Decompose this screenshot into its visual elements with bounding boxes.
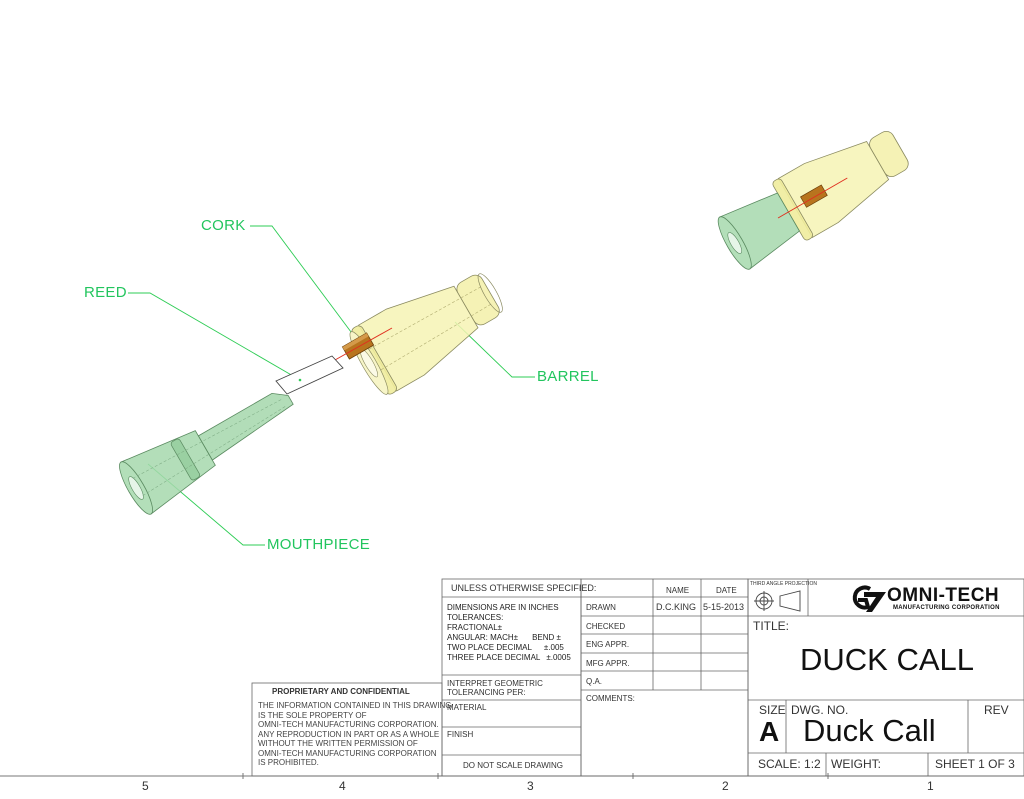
three-place-value: ±.0005 [546,653,571,662]
sheet-number: SHEET 1 OF 3 [935,757,1015,771]
interpret-text-2: TOLERANCING PER: [447,688,526,697]
proprietary-line: OMNI-TECH MANUFACTURING CORPORATION [258,748,437,758]
zone-number: 1 [927,779,934,793]
two-place-text: TWO PLACE DECIMAL [447,643,532,652]
three-place-text: THREE PLACE DECIMAL [447,653,541,662]
approval-row-label: CHECKED [586,622,626,631]
reed-callout: REED [84,284,127,301]
tolerances-text: TOLERANCES: [447,613,504,622]
three-place-row: THREE PLACE DECIMAL ±.0005 [447,653,571,663]
proprietary-line: IS THE SOLE PROPERTY OF [258,710,367,720]
angular-row: ANGULAR: MACH± BEND ± [447,633,571,643]
weight-label: WEIGHT: [831,757,881,771]
name-column-header: NAME [666,586,690,595]
tolerance-block: DIMENSIONS ARE IN INCHES TOLERANCES: FRA… [447,603,571,663]
dwg-no-value: Duck Call [803,713,936,748]
two-place-row: TWO PLACE DECIMAL ±.005 [447,643,571,653]
proprietary-text: THE INFORMATION CONTAINED IN THIS DRAWIN… [258,701,451,768]
title-block-grid [251,578,1024,777]
zone-number: 3 [527,779,534,793]
proprietary-line: ANY REPRODUCTION IN PART OR AS A WHOLE [258,729,440,739]
angular-text: ANGULAR: MACH± [447,633,519,642]
proprietary-line: THE INFORMATION CONTAINED IN THIS DRAWIN… [258,701,452,710]
approval-row-label: ENG APPR. [586,640,630,649]
company-subtitle: MANUFACTURING CORPORATION [893,605,1000,611]
spec-heading: UNLESS OTHERWISE SPECIFIED: [451,583,597,593]
bend-text: BEND ± [532,633,561,642]
comments-label: COMMENTS: [586,694,635,703]
barrel-part [349,273,503,395]
rev-label: REV [984,703,1009,717]
drawn-date: 5-15-2013 [703,602,745,612]
axis-line [334,327,393,361]
projection-label: THIRD ANGLE PROJECTION [750,581,817,587]
drawn-name: D.C.KING [656,602,697,612]
interpret-text: INTERPRET GEOMETRIC [447,679,543,688]
dwg-no-label: DWG. NO. [791,703,849,717]
cork-callout: CORK [201,217,246,234]
size-value: A [759,716,780,747]
mouthpiece-callout: MOUTHPIECE [267,536,371,553]
mouthpiece-part [119,392,294,515]
reed-leader [128,292,301,381]
approval-row-label: MFG APPR. [586,659,630,668]
fractional-text: FRACTIONAL± [447,623,503,632]
proprietary-line: OMNI-TECH MANUFACTURING CORPORATION. [258,720,439,729]
barrel-callout: BARREL [537,368,599,385]
cork-part [334,327,393,361]
zone-number: 2 [722,779,729,793]
leader-lines [128,225,535,546]
barrel-leader [454,321,535,378]
proprietary-heading: PROPRIETARY AND CONFIDENTIAL [272,687,410,696]
proprietary-line: IS PROHIBITED. [258,758,319,767]
approval-row-label: Q.A. [586,677,603,686]
company-name: OMNI-TECH [887,585,1000,606]
projection-symbol [754,590,801,612]
assembled-view [717,130,909,270]
material-label: MATERIAL [447,703,487,712]
size-label: SIZE [759,703,786,717]
finish-label: FINISH [447,730,474,739]
date-column-header: DATE [716,586,737,595]
cork-leader [250,225,358,341]
scale-text: SCALE: 1:2 [758,757,821,771]
no-scale-note: DO NOT SCALE DRAWING [463,761,564,770]
drawing-title: DUCK CALL [800,642,974,677]
company-logo [852,585,886,612]
proprietary-line: WITHOUT THE WRITTEN PERMISSION OF [258,739,418,748]
dims-text: DIMENSIONS ARE IN INCHES [447,603,559,612]
zone-number: 5 [142,779,149,793]
reed-part [275,355,344,395]
two-place-value: ±.005 [543,643,564,652]
approval-row-label: DRAWN [586,603,616,612]
zone-number: 4 [339,779,346,793]
title-label: TITLE: [753,619,790,633]
